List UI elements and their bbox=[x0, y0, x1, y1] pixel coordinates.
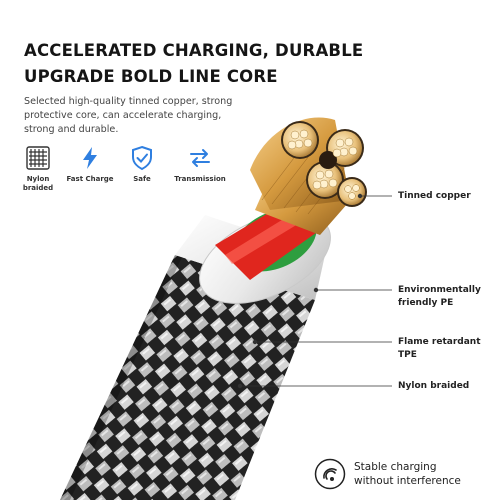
feature-label: Safe bbox=[133, 175, 151, 183]
callout-tinned-copper: Tinned copper bbox=[398, 190, 471, 203]
feature-transmission: Transmission bbox=[170, 145, 230, 193]
feature-nylon-braided: Nylon braided bbox=[14, 145, 62, 193]
callout-line: Environmentally bbox=[398, 285, 481, 295]
feature-icons-row: Nylon braided Fast Charge Safe Transmiss… bbox=[14, 145, 230, 193]
headline-line-1: ACCELERATED CHARGING, DURABLE bbox=[24, 41, 364, 60]
transfer-arrows-icon bbox=[190, 149, 210, 167]
stable-line-2: without interference bbox=[354, 475, 461, 487]
copper-strand-bundles bbox=[281, 121, 367, 207]
feature-fast-charge: Fast Charge bbox=[66, 145, 114, 193]
feature-label: Nylon braided bbox=[22, 175, 54, 192]
feature-safe: Safe bbox=[118, 145, 166, 193]
callout-nylon-braided: Nylon braided bbox=[398, 380, 469, 393]
shield-check-icon bbox=[132, 145, 152, 171]
headline: ACCELERATED CHARGING, DURABLE UPGRADE BO… bbox=[24, 38, 363, 90]
nylon-braid-icon bbox=[26, 146, 50, 170]
callout-environmentally-friendly-pe: Environmentally friendly PE bbox=[398, 284, 481, 310]
lightning-icon bbox=[83, 147, 97, 169]
signal-shield-icon bbox=[314, 458, 346, 490]
description-text: Selected high-quality tinned copper, str… bbox=[24, 96, 233, 135]
callout-line: Nylon braided bbox=[398, 381, 470, 391]
headline-line-2: UPGRADE BOLD LINE CORE bbox=[24, 67, 278, 86]
nylon-braid-jacket bbox=[60, 255, 315, 500]
stable-charging-text: Stable charging without interference bbox=[354, 460, 461, 488]
feature-label: Transmission bbox=[174, 175, 226, 183]
feature-label: Fast Charge bbox=[66, 175, 114, 183]
callout-flame-retardant-tpe: Flame retardant TPE bbox=[398, 336, 500, 362]
callout-line: friendly PE bbox=[398, 298, 454, 308]
callout-line: Flame retardant TPE bbox=[398, 337, 481, 360]
callout-line: Tinned copper bbox=[398, 191, 471, 201]
stable-line-1: Stable charging bbox=[354, 461, 437, 473]
callout-leader-lines bbox=[237, 193, 392, 389]
stable-charging-badge: Stable charging without interference bbox=[314, 458, 461, 490]
